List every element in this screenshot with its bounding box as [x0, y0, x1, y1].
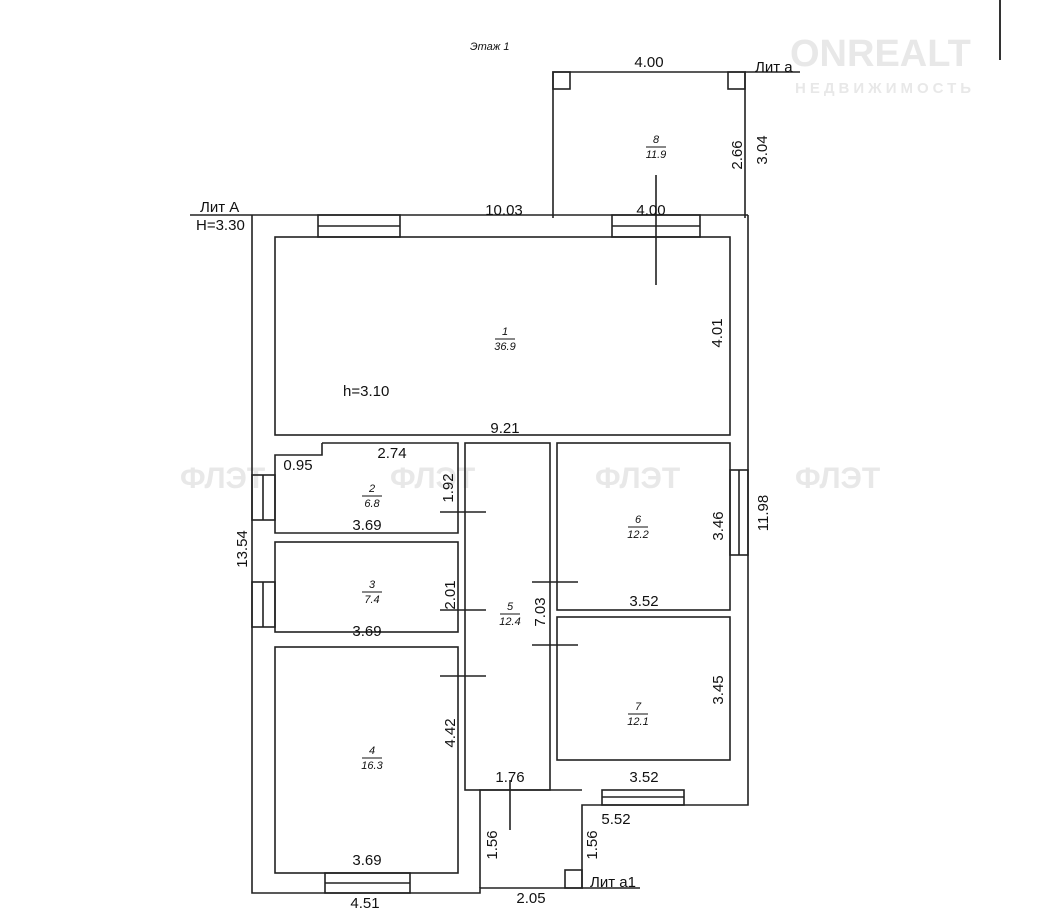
room-area: 12.2	[627, 529, 648, 541]
room-number: 5	[507, 601, 514, 613]
dim: 3.69	[352, 852, 381, 869]
watermark-text: ФЛЭТ	[595, 462, 680, 495]
dim: 4.00	[636, 202, 665, 219]
windows	[251, 214, 749, 894]
watermark-text: ФЛЭТ	[795, 462, 880, 495]
dim: 3.04	[754, 135, 771, 164]
lit-a1-label: Лит а1	[590, 874, 636, 891]
dim: 4.01	[709, 318, 726, 347]
room-area: 6.8	[364, 498, 380, 510]
lit-labels: Лит а Лит А H=3.30 h=3.10 Лит а1	[196, 59, 793, 891]
porch-lit-a	[552, 71, 800, 285]
dim: 3.45	[710, 675, 727, 704]
lit-a-label: Лит а	[755, 59, 793, 76]
dim: 4.00	[634, 54, 663, 71]
height-label: H=3.30	[196, 217, 245, 234]
dim: 5.52	[601, 811, 630, 828]
watermark-sub: НЕДВИЖИМОСТЬ	[795, 80, 975, 97]
room-area: 16.3	[361, 760, 383, 772]
dim: 1.92	[440, 473, 457, 502]
watermark-text: ФЛЭТ	[390, 462, 475, 495]
doors	[440, 511, 578, 830]
outer-walls	[190, 214, 749, 894]
watermark: ONREALT НЕДВИЖИМОСТЬ ФЛЭТ ФЛЭТ ФЛЭТ ФЛЭТ	[180, 33, 975, 495]
room-number: 4	[369, 745, 375, 757]
room-area: 7.4	[364, 594, 379, 606]
dim: 1.56	[584, 830, 601, 859]
watermark-brand: ONREALT	[790, 33, 971, 75]
dim: 13.54	[234, 530, 251, 568]
dim: 9.21	[490, 420, 519, 437]
room-area: 12.1	[627, 716, 648, 728]
dim: 2.05	[516, 890, 545, 907]
dim: 7.03	[532, 597, 549, 626]
dim: 2.66	[729, 140, 746, 169]
watermark-text: ФЛЭТ	[180, 462, 265, 495]
room-labels: 8 11.9 1 36.9 2 6.8 3 7.4 4 16.3 5 12.4 …	[361, 134, 666, 772]
room-height-label: h=3.10	[343, 383, 389, 400]
room-area: 12.4	[499, 616, 520, 628]
room-number: 7	[635, 701, 642, 713]
room-number: 6	[635, 514, 642, 526]
floor-title: Этаж 1	[470, 41, 510, 53]
dim: 3.69	[352, 623, 381, 640]
dimensions: 4.00 2.66 3.04 10.03 4.00 4.01 9.21 2.74…	[234, 54, 772, 910]
dim: 3.46	[710, 511, 727, 540]
dim: 3.52	[629, 769, 658, 786]
dim: 10.03	[485, 202, 523, 219]
dim: 2.01	[442, 580, 459, 609]
room-number: 1	[502, 326, 508, 338]
dim: 4.51	[350, 895, 379, 910]
dim: 1.56	[484, 830, 501, 859]
dim: 0.95	[283, 457, 312, 474]
room-area: 36.9	[494, 341, 515, 353]
room-area: 11.9	[646, 149, 667, 161]
room-number: 2	[368, 483, 375, 495]
room-number: 3	[369, 579, 376, 591]
lit-A-label: Лит А	[200, 199, 239, 216]
dim: 2.74	[377, 445, 406, 462]
dim: 11.98	[755, 495, 772, 531]
dim: 1.76	[495, 769, 524, 786]
dim: 4.42	[442, 718, 459, 747]
dim: 3.52	[629, 593, 658, 610]
dim: 3.69	[352, 517, 381, 534]
room-number: 8	[653, 134, 660, 146]
